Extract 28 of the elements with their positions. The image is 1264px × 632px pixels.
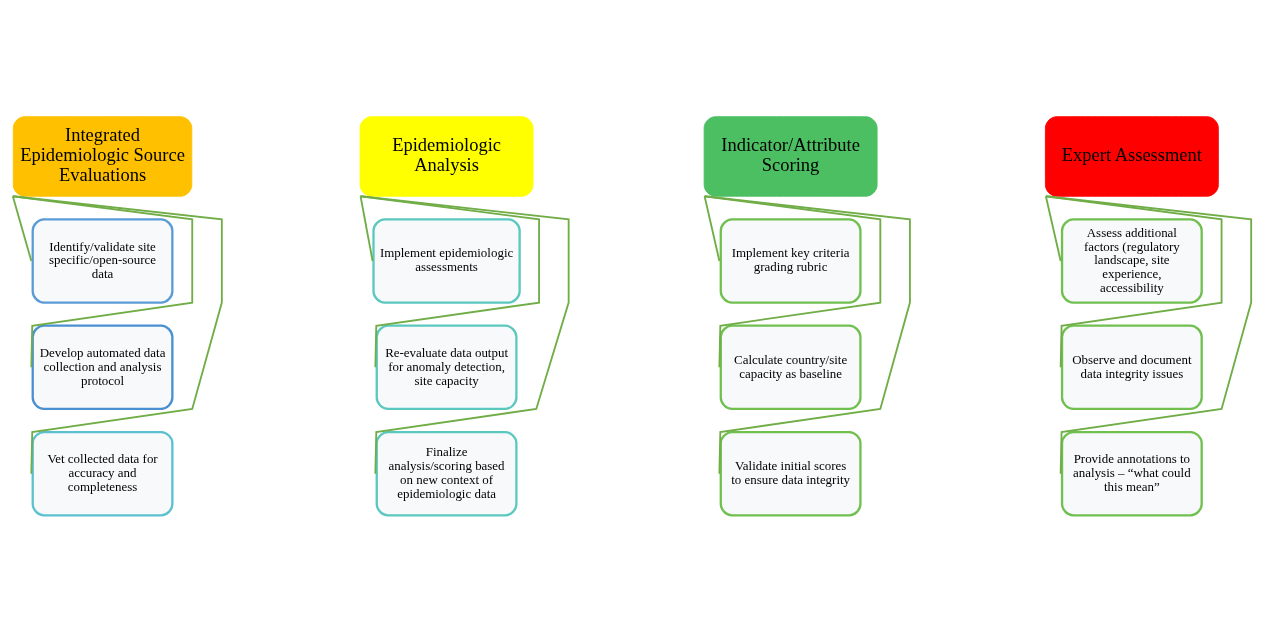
node-box: Identify/validate site specific/open-source data xyxy=(31,218,174,304)
connector xyxy=(359,195,374,262)
node-box: Observe and document data integrity issues xyxy=(1060,324,1203,411)
connector xyxy=(1044,195,1062,262)
connector xyxy=(703,195,911,475)
connector xyxy=(11,195,194,369)
node-box: Expert Assessment xyxy=(1044,116,1219,197)
node-box: Develop automated data collection and analysis protocol xyxy=(31,324,174,411)
node-box: Indicator/Attribute Scoring xyxy=(703,116,878,197)
node-box: Assess additional factors (regulatory landscape, site experience, accessibility xyxy=(1060,218,1203,304)
node-box: Integrated Epidemiologic Source Evaluations xyxy=(12,116,193,197)
node-box: Validate initial scores to ensure data integrity xyxy=(719,430,862,517)
connector xyxy=(359,195,540,369)
connector xyxy=(1044,195,1223,369)
node-box: Calculate country/site capacity as baseline xyxy=(719,324,862,411)
node-box: Implement key criteria grading rubric xyxy=(719,218,862,304)
connector xyxy=(11,195,223,475)
node-box: Re-evaluate data output for anomaly detection, site capacity xyxy=(375,324,518,411)
node-box: Epidemiologic Analysis xyxy=(359,116,534,197)
connector xyxy=(359,195,570,475)
node-box: Implement epidemiologic assessments xyxy=(372,218,521,304)
connector xyxy=(11,195,33,262)
node-box: Vet collected data for accuracy and completeness xyxy=(31,430,174,517)
connector xyxy=(703,195,721,262)
connector xyxy=(1044,195,1253,475)
node-box: Provide annotations to analysis – “what could this mean” xyxy=(1060,430,1203,517)
node-box: Finalize analysis/scoring based on new context of epidemiologic data xyxy=(375,430,518,517)
connector xyxy=(703,195,882,369)
